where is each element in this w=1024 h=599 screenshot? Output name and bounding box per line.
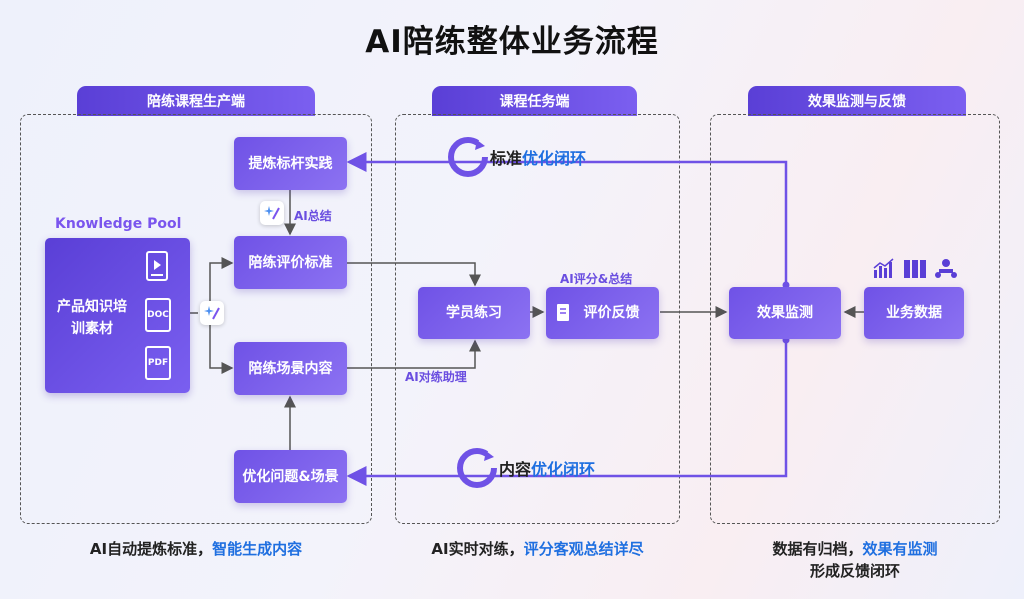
ai-sparkle-icon [200,301,224,325]
page-title: AI陪练整体业务流程 [365,24,659,60]
caption-left-prefix: AI自动提炼标准， [89,540,213,558]
section-monitoring [710,114,1000,524]
caption-right-prefix: 数据有归档， [772,540,863,558]
loop-arrow-icon [456,447,498,493]
caption-middle-highlight: 评分客观总结详尽 [523,540,644,558]
loop-standard-highlight: 优化闭环 [522,149,587,168]
box-business-data: 业务数据 [864,287,964,339]
box-evaluation-feedback: 评价反馈 [546,287,659,339]
ai-assist-label: AI对练助理 [405,370,467,384]
box-effect-monitor: 效果监测 [729,287,841,339]
loop-content-highlight: 优化闭环 [531,460,596,479]
people-icon [934,258,958,284]
section-tab-monitoring: 效果监测与反馈 [748,86,966,116]
caption-middle-prefix: AI实时对练， [431,540,524,558]
loop-content-prefix: 内容 [499,460,532,479]
server-icon [903,258,927,284]
box-scene-content: 陪练场景内容 [234,342,347,395]
box-evaluation-criteria: 陪练评价标准 [234,236,347,289]
section-production [20,114,372,524]
caption-right-highlight: 效果有监测 [862,540,938,558]
feedback-label: 评价反馈 [583,305,640,321]
caption-production: AI自动提炼标准，智能生成内容 [20,538,372,559]
loop-content-label: 内容优化闭环 [499,456,595,480]
loop-standard-label: 标准优化闭环 [490,145,586,169]
knowledge-pool-label: Knowledge Pool [55,216,182,232]
knowledge-pool-box: 产品知识培训素材 DOC PDF [45,238,190,393]
doc-label: DOC [147,310,169,320]
section-task [395,114,680,524]
ai-summary-label: AI总结 [294,209,332,223]
box-student-practice: 学员练习 [418,287,530,339]
section-tab-task: 课程任务端 [432,86,637,116]
pdf-label: PDF [147,358,169,368]
feedback-doc-icon [556,303,572,329]
doc-file-icon: DOC [145,298,171,332]
caption-monitoring: 数据有归档，效果有监测 形成反馈闭环 [710,538,1000,582]
caption-left-highlight: 智能生成内容 [212,540,303,558]
ai-score-label: AI评分&总结 [560,272,633,286]
loop-standard-prefix: 标准 [490,149,523,168]
box-optimize-scene: 优化问题&场景 [234,450,347,503]
section-tab-production: 陪练课程生产端 [77,86,315,116]
knowledge-pool-text: 产品知识培训素材 [57,299,127,337]
video-file-icon [145,250,169,286]
caption-right-line2: 形成反馈闭环 [809,562,900,580]
loop-arrow-icon [447,136,489,182]
chart-icon [872,258,896,284]
pdf-file-icon: PDF [145,346,171,380]
box-extract-practice: 提炼标杆实践 [234,137,347,190]
ai-sparkle-icon [260,201,284,225]
caption-task: AI实时对练，评分客观总结详尽 [395,538,680,559]
